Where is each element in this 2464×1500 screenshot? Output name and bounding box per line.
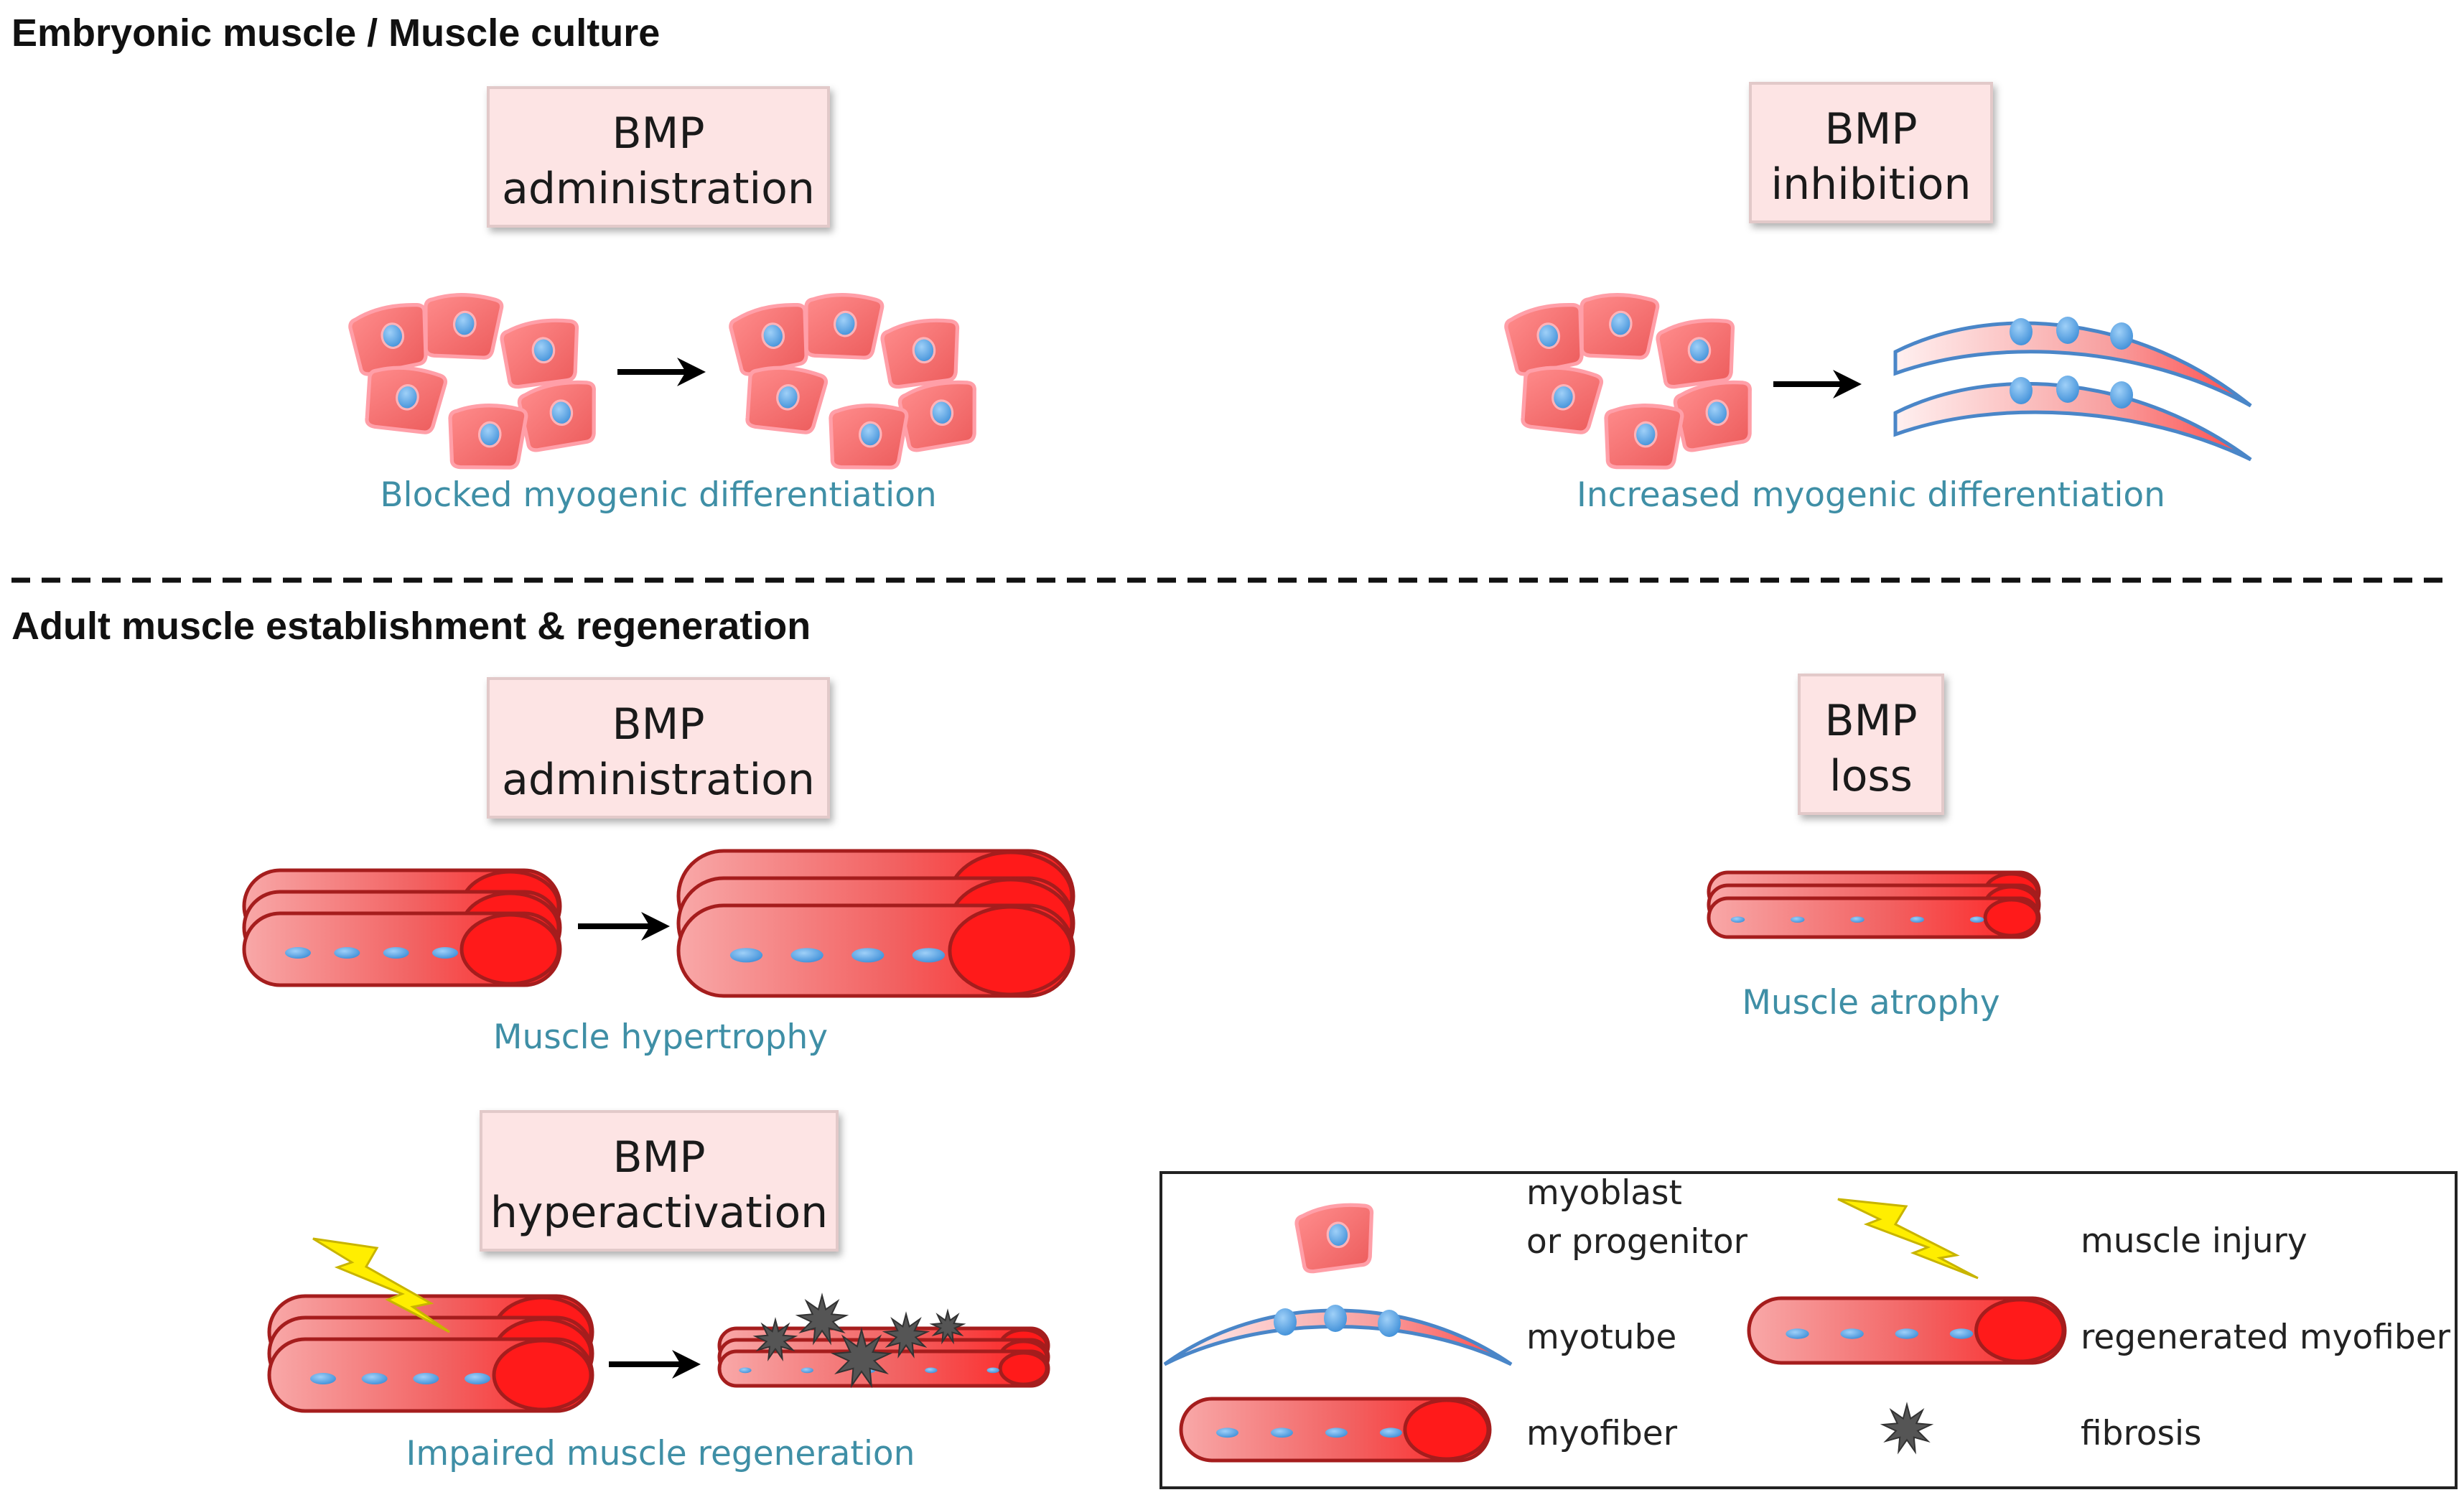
myofiber-icon	[1707, 896, 2041, 939]
myotube-icon	[1893, 376, 2252, 462]
legend-fibrosis: fibrosis	[2081, 1414, 2202, 1453]
legend-myofiber: myofiber	[1526, 1414, 1678, 1453]
myofiber-icon	[1179, 1397, 1492, 1463]
myoblast-cell-icon	[897, 380, 976, 452]
caption-muscle-hypertrophy: Muscle hypertrophy	[493, 1017, 828, 1057]
regenerated-myofiber-icon	[1747, 1296, 2067, 1365]
myoblast-cell-icon	[517, 380, 596, 452]
myoblast-cell-icon	[1579, 293, 1660, 360]
legend-myotube: myotube	[1526, 1318, 1676, 1357]
box-line-2: hyperactivation	[490, 1188, 828, 1238]
caption-blocked-differentiation: Blocked myogenic differentiation	[380, 475, 936, 515]
box-line-1: BMP	[1824, 696, 1917, 746]
myoblast-cell-icon	[729, 302, 808, 376]
fibrosis-star-icon	[1880, 1402, 1934, 1455]
embryonic-section-title: Embryonic muscle / Muscle culture	[11, 11, 660, 55]
legend: myoblast or progenitor muscle injury myo…	[1159, 1171, 2458, 1489]
myoblast-cell-icon	[1673, 380, 1752, 452]
fibrosis-star-icon	[929, 1308, 966, 1345]
myoblast-cell-icon	[1604, 404, 1684, 470]
myoblast-cell-icon	[880, 318, 960, 389]
caption-muscle-atrophy: Muscle atrophy	[1742, 983, 1999, 1022]
legend-muscle-injury: muscle injury	[2081, 1221, 2307, 1261]
caption-impaired-regeneration: Impaired muscle regeneration	[406, 1434, 915, 1473]
fibrosis-star-icon	[830, 1327, 893, 1389]
bmp-administration-box-embryonic: BMP administration	[487, 86, 830, 228]
bmp-inhibition-box: BMP inhibition	[1749, 82, 1993, 223]
box-line-1: BMP	[612, 699, 704, 750]
caption-increased-differentiation: Increased myogenic differentiation	[1577, 475, 2165, 515]
box-line-2: loss	[1829, 751, 1913, 801]
box-line-1: BMP	[1824, 104, 1917, 154]
box-line-1: BMP	[612, 1132, 705, 1183]
bmp-loss-box: BMP loss	[1798, 674, 1944, 815]
box-line-2: administration	[502, 164, 815, 214]
myoblast-cell-icon	[804, 293, 885, 360]
myoblast-cell-icon	[1656, 318, 1735, 389]
myoblast-cell-icon	[1294, 1203, 1374, 1274]
myoblast-cell-icon	[1294, 1203, 1374, 1274]
myoblast-cell-icon	[829, 404, 909, 470]
fibrosis-star-icon	[882, 1311, 930, 1359]
lightning-injury-icon	[312, 1237, 450, 1333]
myofiber-icon	[267, 1337, 594, 1413]
legend-regenerated-myofiber: regenerated myofiber	[2081, 1318, 2451, 1357]
myofiber-bundle-normal	[242, 868, 562, 987]
myoblast-cell-icon	[348, 302, 428, 376]
myoblast-cell-icon	[1521, 365, 1604, 434]
myoblast-cell-icon	[448, 404, 528, 470]
myofiber-bundle-atrophy	[1707, 870, 2041, 939]
myoblast-cluster-after-administration	[729, 293, 976, 470]
bmp-hyperactivation-box: BMP hyperactivation	[480, 1110, 839, 1252]
lightning-injury-icon	[1837, 1198, 1979, 1280]
myofiber-bundle-injured	[267, 1294, 594, 1413]
myoblast-cell-icon	[745, 365, 829, 434]
myoblast-cell-icon	[365, 365, 448, 434]
myofiber-icon	[242, 911, 562, 987]
box-line-2: administration	[502, 755, 815, 805]
adult-section-title: Adult muscle establishment & regeneratio…	[11, 605, 811, 648]
box-line-2: inhibition	[1770, 159, 1971, 210]
fibrosis-star-icon	[752, 1317, 798, 1361]
myoblast-cluster-before-inhibition	[1504, 293, 1752, 470]
fibrosis-star-icon	[795, 1292, 849, 1346]
legend-myoblast-line-2: or progenitor	[1526, 1222, 1748, 1262]
myofiber-icon	[717, 1349, 1050, 1388]
myofiber-icon	[1179, 1397, 1492, 1463]
myotube-icon	[1893, 317, 2252, 408]
bmp-administration-box-adult: BMP administration	[487, 677, 830, 819]
fibrosis-star-icon	[1880, 1402, 1934, 1455]
fibrosis-cluster	[752, 1292, 966, 1389]
box-line-1: BMP	[612, 108, 704, 159]
myofiber-bundle-hypertrophy	[676, 849, 1075, 998]
myotube-icon	[1163, 1305, 1513, 1366]
regenerated-myofiber-icon	[1747, 1296, 2067, 1365]
myoblast-cell-icon	[500, 318, 579, 389]
legend-myoblast-line-1: myoblast	[1526, 1173, 1682, 1213]
myoblast-cell-icon	[424, 293, 504, 360]
myoblast-cell-icon	[1504, 302, 1584, 376]
myotube-pair	[1893, 317, 2252, 462]
myoblast-cluster-before-administration	[348, 293, 596, 470]
myofiber-bundle-fibrotic	[717, 1326, 1050, 1388]
myofiber-icon	[676, 903, 1075, 998]
